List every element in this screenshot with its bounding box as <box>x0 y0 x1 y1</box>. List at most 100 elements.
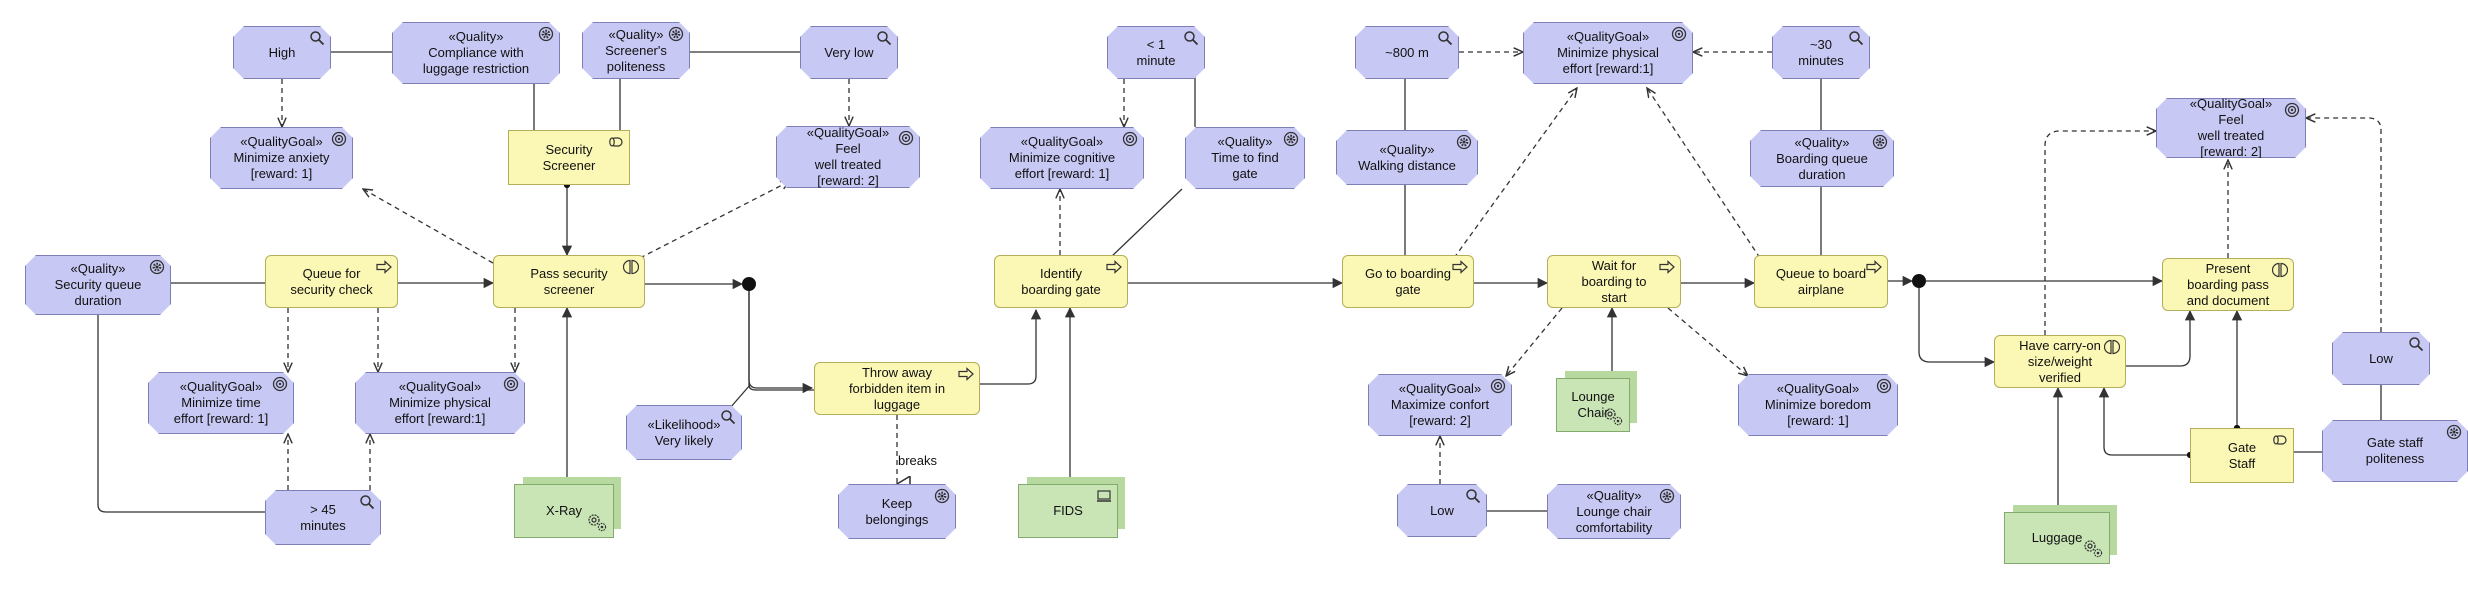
gear-icon <box>149 259 165 275</box>
node-m800[interactable]: ~800 m <box>1355 26 1459 79</box>
breaks-label: breaks <box>898 453 938 468</box>
gear-icon <box>1872 134 1888 150</box>
target-icon <box>331 131 347 147</box>
search-icon <box>1183 30 1199 46</box>
edge-wait-boredom <box>1667 307 1748 376</box>
node-goal-boredom[interactable]: «QualityGoal» Minimize boredom [reward: … <box>1738 374 1898 436</box>
node-label: «QualityGoal» Feel well treated [reward:… <box>806 125 890 188</box>
node-very-low[interactable]: Very low <box>800 26 898 79</box>
node-label: «QualityGoal» Maximize confort [reward: … <box>1390 381 1490 428</box>
target-icon <box>1671 26 1687 42</box>
node-wait-boarding[interactable]: Wait for boarding to start <box>1547 255 1681 308</box>
node-goal-confort[interactable]: «QualityGoal» Maximize confort [reward: … <box>1368 374 1512 436</box>
edge-pass-feel <box>639 181 790 259</box>
gear-icon <box>668 26 684 42</box>
gear-icon <box>1456 134 1472 150</box>
node-label: «Quality» Screener's politeness <box>605 26 667 74</box>
edge-carry-present <box>2126 309 2196 367</box>
interaction-icon <box>2272 262 2288 278</box>
node-label: Present boarding pass and document <box>2186 260 2270 308</box>
edge-wait-confort <box>1506 307 1563 376</box>
edge-dot-throw <box>748 290 814 394</box>
node-label: Have carry-on size/weight verified <box>2019 337 2101 385</box>
node-time-find-gate[interactable]: «Quality» Time to find gate <box>1185 127 1305 189</box>
node-compliance[interactable]: «Quality» Compliance with luggage restri… <box>392 22 560 84</box>
node-fids[interactable]: FIDS <box>1018 484 1118 538</box>
node-high[interactable]: High <box>233 26 331 79</box>
target-icon <box>1876 378 1892 394</box>
node-keep-belongings[interactable]: Keep belongings <box>838 484 956 539</box>
gear-icon <box>1659 488 1675 504</box>
edge-queueboard-goalphys <box>1647 88 1761 259</box>
node-pass-security[interactable]: Pass security screener <box>493 255 645 308</box>
node-min45[interactable]: > 45 minutes <box>265 490 381 545</box>
node-goal-anxiety[interactable]: «QualityGoal» Minimize anxiety [reward: … <box>210 127 353 189</box>
monitor-icon <box>1097 490 1111 502</box>
process-icon <box>1659 260 1675 274</box>
node-goal-phys-top[interactable]: «QualityGoal» Minimize physical effort [… <box>1523 22 1693 84</box>
search-icon <box>876 30 892 46</box>
node-goal-feel1[interactable]: «QualityGoal» Feel well treated [reward:… <box>776 126 920 188</box>
edge-timefind-identify <box>1109 188 1183 259</box>
node-label: Identify boarding gate <box>1021 265 1101 297</box>
node-walking-distance[interactable]: «Quality» Walking distance <box>1336 130 1478 185</box>
node-goal-cognitive[interactable]: «QualityGoal» Minimize cognitive effort … <box>980 127 1144 189</box>
search-icon <box>720 409 736 425</box>
node-goal-feel2[interactable]: «QualityGoal» Feel well treated [reward:… <box>2156 98 2306 158</box>
gears-icon <box>588 514 607 532</box>
process-icon <box>1452 260 1468 274</box>
target-icon <box>503 376 519 392</box>
node-security-queue[interactable]: «Quality» Security queue duration <box>25 255 171 315</box>
node-low-right[interactable]: Low <box>2332 332 2430 385</box>
node-low-mid[interactable]: Low <box>1397 484 1487 537</box>
interaction-icon <box>2104 339 2120 355</box>
search-icon <box>2408 336 2424 352</box>
node-identify-gate[interactable]: Identify boarding gate <box>994 255 1128 308</box>
node-gate-politeness[interactable]: Gate staff politeness <box>2322 420 2468 482</box>
node-label: > 45 minutes <box>300 501 346 533</box>
node-xray[interactable]: X-Ray <box>514 484 614 538</box>
node-label: «Quality» Compliance with luggage restri… <box>422 29 530 76</box>
node-queue-security[interactable]: Queue for security check <box>265 255 398 308</box>
edge-dot-identify <box>748 284 814 391</box>
node-luggage[interactable]: Luggage <box>2004 512 2110 564</box>
node-screener-politeness[interactable]: «Quality» Screener's politeness <box>582 22 690 79</box>
node-label: «QualityGoal» Minimize anxiety [reward: … <box>233 134 330 181</box>
node-label: «Likelihood» Very likely <box>647 416 721 448</box>
node-label: «QualityGoal» Minimize physical effort [… <box>389 379 491 426</box>
node-label: Keep belongings <box>865 495 929 527</box>
node-go-gate[interactable]: Go to boarding gate <box>1342 255 1474 308</box>
node-less1min[interactable]: < 1 minute <box>1107 26 1205 79</box>
search-icon <box>359 494 375 510</box>
node-lounge-chair[interactable]: Lounge Chair <box>1556 378 1630 432</box>
node-throw-away[interactable]: Throw away forbidden item in luggage <box>814 362 980 415</box>
node-carry-on[interactable]: Have carry-on size/weight verified <box>1994 335 2126 388</box>
process-icon <box>1106 260 1122 274</box>
node-lounge-comfort[interactable]: «Quality» Lounge chair comfortability <box>1547 484 1681 539</box>
gear-icon <box>2446 424 2462 440</box>
target-icon <box>272 376 288 392</box>
gears-icon <box>1604 408 1623 426</box>
node-label: ~30 minutes <box>1798 36 1844 68</box>
node-label: Pass security screener <box>530 265 608 297</box>
edge-carry-feel2 <box>2044 131 2156 335</box>
node-label: «Quality» Security queue duration <box>54 261 142 308</box>
gears-icon <box>2084 540 2103 558</box>
edge-dot-carry <box>1918 288 1996 368</box>
node-gate-staff[interactable]: Gate Staff <box>2190 428 2294 483</box>
node-label: Throw away forbidden item in luggage <box>848 364 946 412</box>
node-goal-phys2[interactable]: «QualityGoal» Minimize physical effort [… <box>355 372 525 434</box>
role-icon <box>2273 435 2287 445</box>
node-security-screener[interactable]: Security Screener <box>508 130 630 185</box>
node-label: Low <box>2369 350 2393 366</box>
node-boarding-queue[interactable]: «Quality» Boarding queue duration <box>1750 130 1894 187</box>
interaction-icon <box>623 259 639 275</box>
node-likelihood[interactable]: «Likelihood» Very likely <box>626 405 742 460</box>
node-present-pass[interactable]: Present boarding pass and document <box>2162 258 2294 311</box>
node-queue-board[interactable]: Queue to board airplane <box>1754 255 1888 308</box>
junction-dot-right <box>1912 274 1926 288</box>
node-label: «QualityGoal» Minimize cognitive effort … <box>1008 134 1116 181</box>
node-min30[interactable]: ~30 minutes <box>1772 26 1870 79</box>
node-goal-time[interactable]: «QualityGoal» Minimize time effort [rewa… <box>148 372 294 434</box>
